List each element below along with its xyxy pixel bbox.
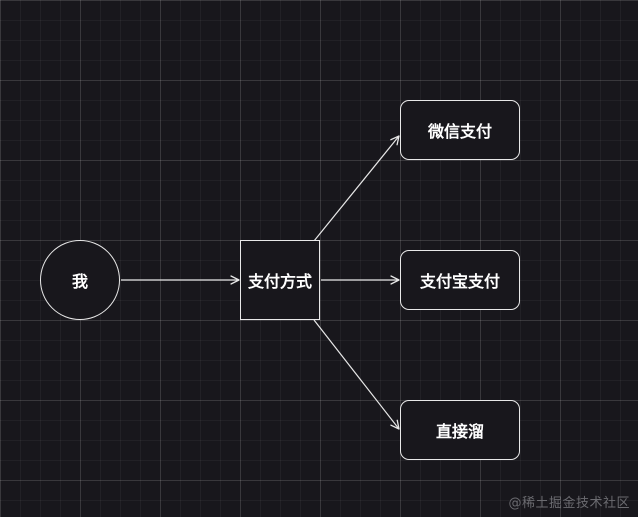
node-run-away-label: 直接溜 <box>435 422 484 441</box>
edge-payment-method-to-run-away[interactable] <box>313 319 400 430</box>
node-payment-method[interactable]: 支付方式 <box>240 240 320 320</box>
node-payment-method-label: 支付方式 <box>247 272 312 291</box>
node-wechat-pay-label: 微信支付 <box>427 122 492 141</box>
node-alipay[interactable]: 支付宝支付 <box>400 250 520 310</box>
node-me-label: 我 <box>71 272 88 291</box>
edge-payment-method-to-wechat[interactable] <box>313 135 400 242</box>
node-run-away[interactable]: 直接溜 <box>400 400 520 460</box>
watermark: @稀土掘金技术社区 <box>508 496 630 511</box>
node-me[interactable]: 我 <box>40 240 120 320</box>
node-alipay-label: 支付宝支付 <box>419 272 500 291</box>
node-wechat-pay[interactable]: 微信支付 <box>400 100 520 160</box>
